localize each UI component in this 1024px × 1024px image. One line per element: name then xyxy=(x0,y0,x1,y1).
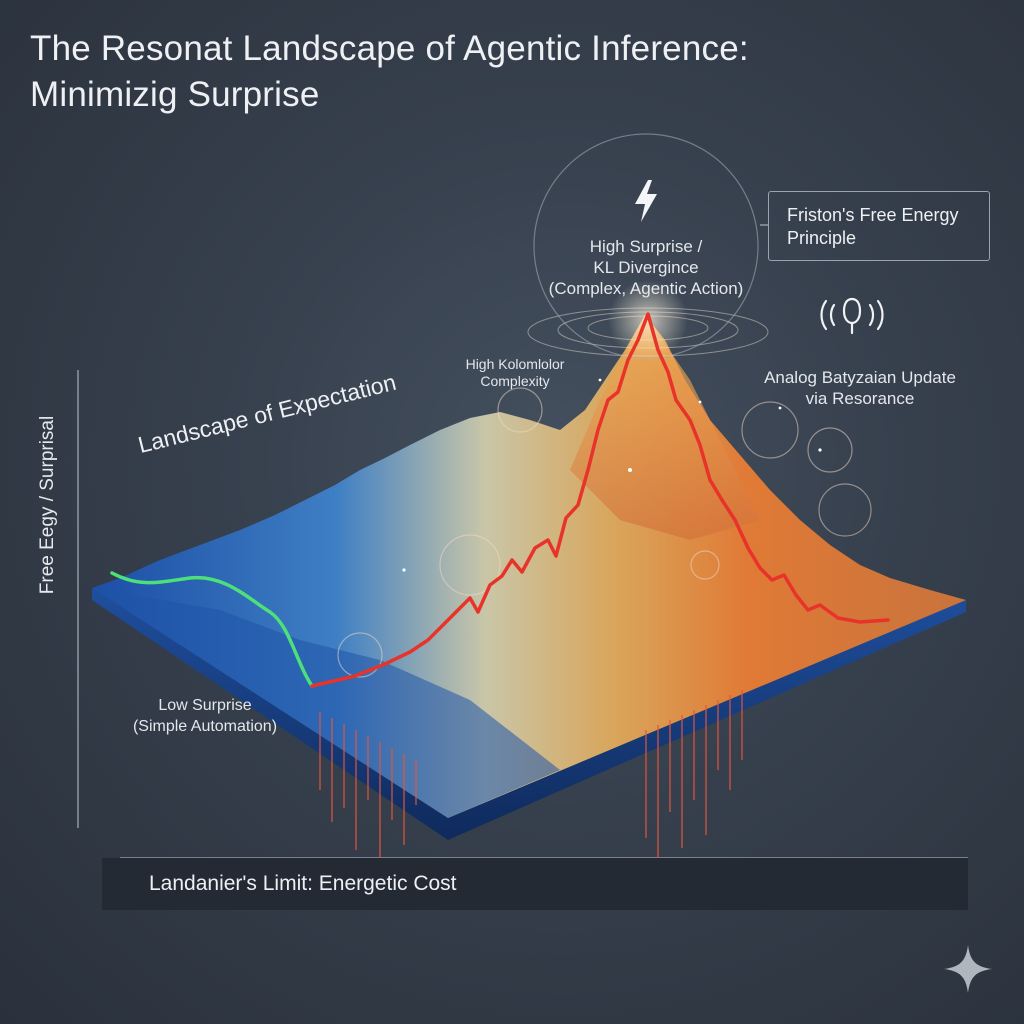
title-line-1: The Resonat Landscape of Agentic Inferen… xyxy=(30,29,749,68)
page-title: The Resonat Landscape of Agentic Inferen… xyxy=(30,26,990,118)
friston-line-1: Friston's Free Energy xyxy=(787,205,959,225)
sparkle-stars xyxy=(402,378,822,572)
title-line-2: Minimizig Surprise xyxy=(30,75,320,114)
footer-bar: Landanier's Limit: Energetic Cost xyxy=(102,858,968,910)
low-surprise-path xyxy=(110,571,314,688)
energy-lines-right xyxy=(645,690,743,860)
bayesian-line-1: Analog Batyzaian Update xyxy=(764,368,956,387)
sparkle-icon xyxy=(944,945,992,993)
friston-line-2: Principle xyxy=(787,228,857,248)
high-surprise-line-3: (Complex, Agentic Action) xyxy=(548,279,744,298)
bayesian-line-2: via Resorance xyxy=(805,389,915,408)
resonance-sound-icon xyxy=(820,297,884,335)
high-surprise-path xyxy=(310,312,890,688)
lightning-bolt-icon xyxy=(635,180,657,222)
high-surprise-label: High Surprise / KL Divergince (Complex, … xyxy=(520,236,772,299)
low-surprise-line-1: Low Surprise xyxy=(158,697,252,714)
low-surprise-label: Low Surprise (Simple Automation) xyxy=(110,695,300,737)
friston-box: Friston's Free Energy Principle xyxy=(768,191,990,261)
high-surprise-line-1: High Surprise / xyxy=(589,237,703,256)
terrain-base xyxy=(92,588,966,840)
y-axis-label: Free Eegy / Surprisal xyxy=(37,415,58,595)
high-surprise-circle xyxy=(533,133,759,359)
footer-label: Landanier's Limit: Energetic Cost xyxy=(149,872,457,895)
bayesian-label: Analog Batyzaian Update via Resorance xyxy=(740,367,980,409)
kolmogorov-line-1: High Kolomlolor xyxy=(465,356,565,372)
high-surprise-line-2: KL Divergince xyxy=(593,258,699,277)
energy-lines-left xyxy=(319,712,417,868)
kolmogorov-line-2: Complexity xyxy=(480,373,550,389)
low-surprise-line-2: (Simple Automation) xyxy=(132,718,278,735)
kolmogorov-label: High Kolomlolor Complexity xyxy=(450,356,580,390)
resonance-circles xyxy=(337,387,872,678)
valley-shade xyxy=(92,588,560,818)
